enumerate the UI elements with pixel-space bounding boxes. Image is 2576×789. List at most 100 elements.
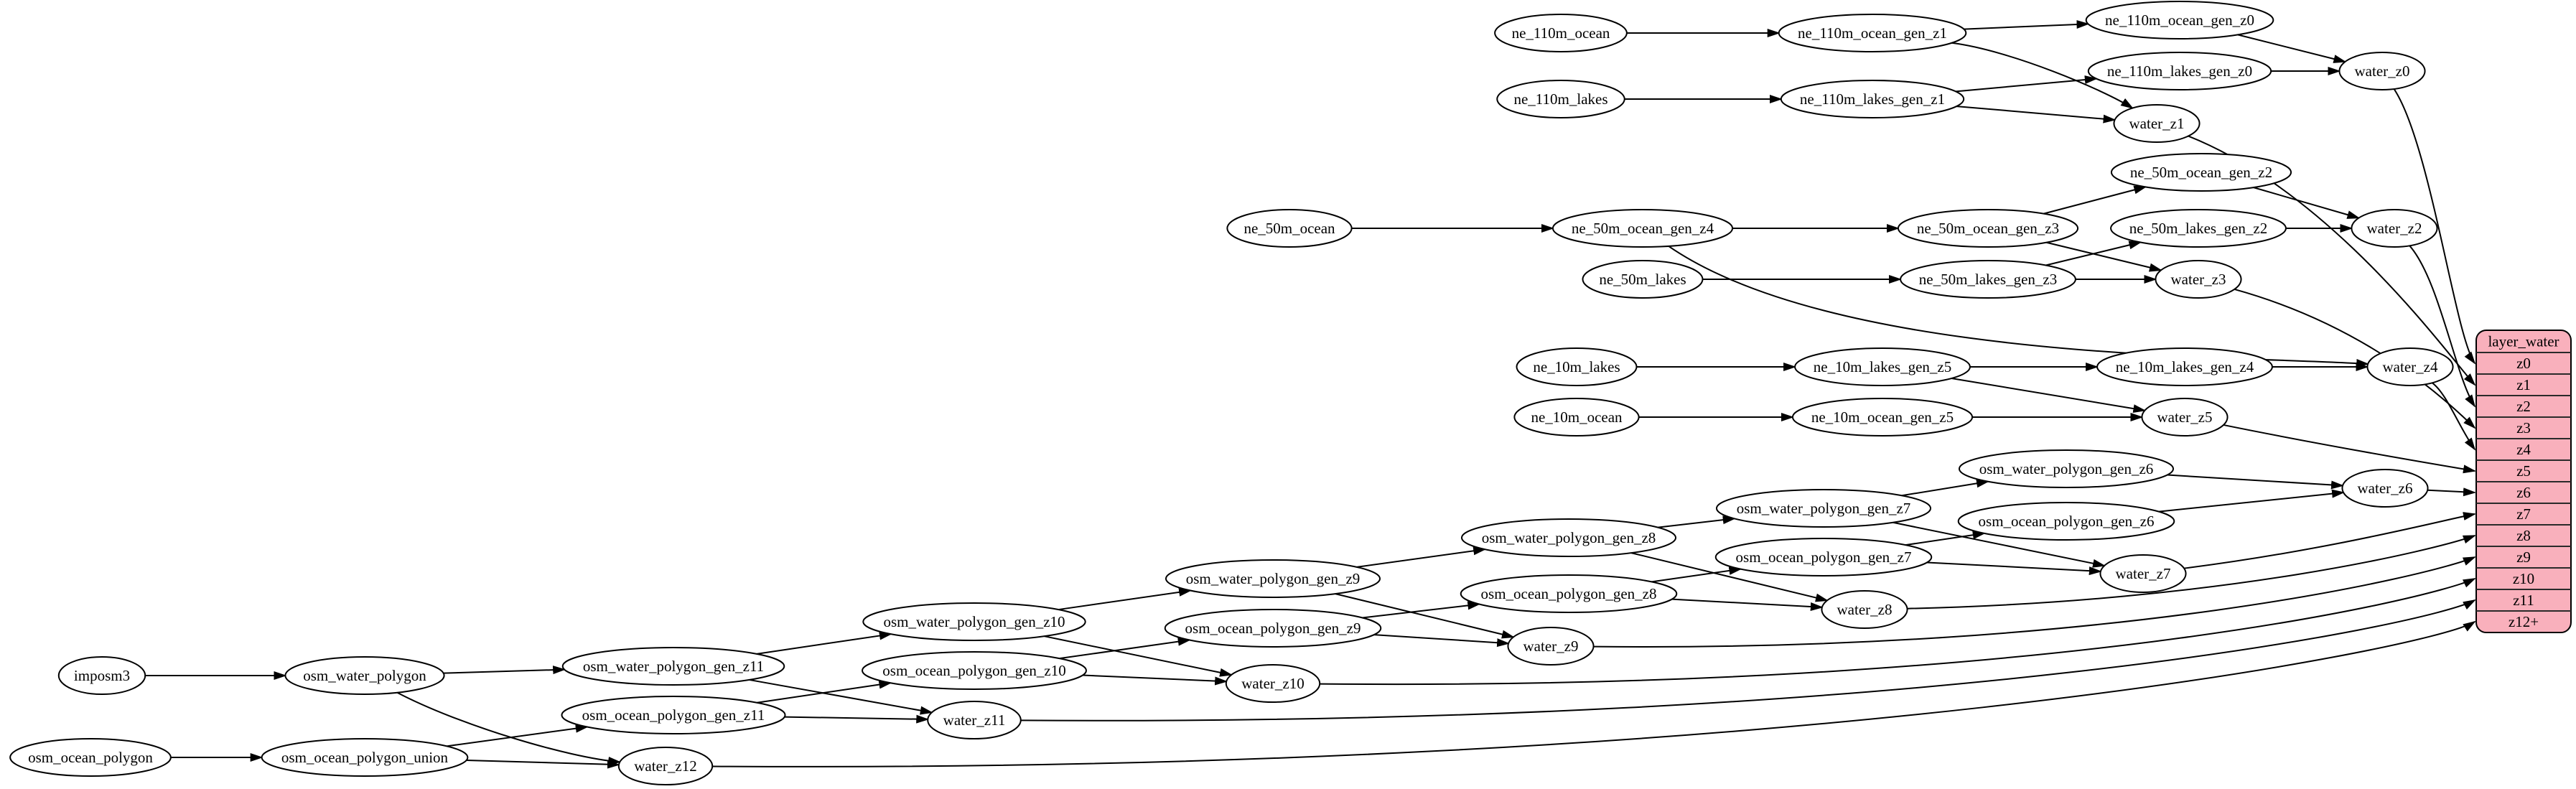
graph-node-water_z7: water_z7: [2099, 554, 2187, 593]
edge-osm_ocean_polygon_union-to-osm_ocean_polygon_gen_z11: [447, 724, 589, 747]
graph-node-osm_ocean_polygon_union: osm_ocean_polygon_union: [261, 738, 469, 777]
edge-osm_ocean_polygon_gen_z11-to-water_z11: [784, 714, 930, 724]
edge-ne_50m_ocean_gen_z4-to-water_z4: [1668, 246, 2370, 368]
edge-osm_ocean_polygon_gen_z9-to-osm_ocean_polygon_gen_z8: [1362, 601, 1481, 619]
edge-water_z2-to-layer_water-z2: [2409, 245, 2476, 408]
node-ellipse: [2338, 52, 2426, 90]
node-ellipse: [927, 701, 1022, 739]
node-ellipse: [2087, 52, 2272, 90]
node-label: ne_10m_lakes_gen_z5: [1814, 358, 1951, 375]
graph-node-water_z2: water_z2: [2351, 209, 2438, 248]
graph-node-ne_10m_ocean: ne_10m_ocean: [1513, 398, 1640, 436]
node-label: osm_ocean_polygon_gen_z11: [582, 706, 765, 724]
edge-osm_water_polygon-to-osm_water_polygon_gen_z11: [443, 666, 566, 675]
node-label: water_z0: [2355, 62, 2410, 80]
graph-node-osm_ocean_polygon_gen_z6: osm_ocean_polygon_gen_z6: [1957, 502, 2175, 541]
node-label: ne_50m_ocean_gen_z3: [1917, 220, 2059, 237]
node-ellipse: [2341, 469, 2429, 508]
node-ellipse: [1791, 398, 1974, 436]
node-ellipse: [1494, 14, 1628, 52]
edge-osm_water_polygon_gen_z9-to-osm_water_polygon_gen_z8: [1356, 546, 1487, 568]
graph-node-osm_water_polygon_gen_z9: osm_water_polygon_gen_z9: [1165, 559, 1381, 598]
edge-water_z5-to-layer_water-z5: [2223, 424, 2476, 474]
node-ellipse: [2096, 347, 2273, 386]
graph-node-water_z5: water_z5: [2141, 398, 2229, 436]
node-label: osm_ocean_polygon: [28, 749, 153, 766]
graph-node-osm_water_polygon_gen_z8: osm_water_polygon_gen_z8: [1460, 518, 1677, 557]
edge-ne_50m_ocean_gen_z3-to-ne_50m_ocean_gen_z2: [2043, 185, 2147, 215]
graph-node-osm_ocean_polygon_gen_z11: osm_ocean_polygon_gen_z11: [561, 696, 786, 734]
graph-node-water_z12: water_z12: [617, 747, 714, 785]
graph-node-ne_10m_lakes_gen_z5: ne_10m_lakes_gen_z5: [1794, 347, 1971, 386]
node-ellipse: [1225, 664, 1321, 703]
table-row-z5: z5: [2516, 462, 2531, 480]
edge-water_z12-to-layer_water-z12+: [712, 620, 2476, 767]
graph-edges: [145, 20, 2476, 769]
table-row-z12+: z12+: [2509, 613, 2539, 630]
node-label: ne_50m_ocean_gen_z4: [1572, 220, 1714, 237]
node-ellipse: [1778, 14, 1967, 52]
graph-node-ne_50m_ocean_gen_z2: ne_50m_ocean_gen_z2: [2110, 153, 2292, 192]
edge-water_z7-to-layer_water-z7: [2184, 512, 2476, 569]
node-label: ne_10m_lakes: [1533, 358, 1620, 375]
node-ellipse: [1516, 347, 1638, 386]
node-label: ne_50m_ocean_gen_z2: [2130, 164, 2272, 181]
graph-node-osm_ocean_polygon: osm_ocean_polygon: [9, 738, 172, 777]
edge-osm_ocean_polygon_gen_z10-to-water_z10: [1082, 674, 1228, 686]
node-ellipse: [1582, 260, 1704, 299]
graph-node-ne_110m_ocean_gen_z0: ne_110m_ocean_gen_z0: [2085, 1, 2274, 39]
table-row-z11: z11: [2513, 592, 2534, 609]
node-label: osm_ocean_polygon_gen_z10: [882, 662, 1065, 679]
table-row-z7: z7: [2516, 505, 2531, 523]
node-ellipse: [1165, 559, 1381, 598]
node-ellipse: [1780, 80, 1965, 118]
graph-node-osm_ocean_polygon_gen_z9: osm_ocean_polygon_gen_z9: [1164, 609, 1382, 648]
edge-osm_water_polygon_gen_z9-to-water_z9: [1335, 593, 1515, 639]
table-row-z9: z9: [2516, 548, 2531, 566]
node-label: osm_ocean_polygon_gen_z6: [1979, 513, 2155, 530]
node-ellipse: [2351, 209, 2438, 248]
node-ellipse: [1714, 538, 1933, 576]
node-ellipse: [261, 738, 469, 777]
node-ellipse: [1496, 80, 1625, 118]
node-label: ne_110m_lakes: [1513, 90, 1607, 108]
edge-osm_water_polygon_gen_z8-to-osm_water_polygon_gen_z7: [1658, 515, 1736, 528]
node-label: osm_ocean_polygon_gen_z7: [1736, 548, 1912, 566]
edge-osm_ocean_polygon_gen_z10-to-osm_ocean_polygon_gen_z9: [1059, 637, 1191, 660]
node-label: water_z1: [2129, 115, 2185, 132]
node-label: ne_50m_lakes_gen_z3: [1919, 271, 2057, 288]
node-label: ne_110m_ocean_gen_z1: [1798, 24, 1947, 42]
node-ellipse: [1164, 609, 1382, 648]
graph-node-ne_110m_lakes_gen_z0: ne_110m_lakes_gen_z0: [2087, 52, 2272, 90]
edge-osm_ocean_polygon_gen_z7-to-osm_ocean_polygon_gen_z6: [1905, 531, 1986, 546]
graph-node-water_z0: water_z0: [2338, 52, 2426, 90]
table-row-z6: z6: [2516, 484, 2531, 501]
layer-water-table: layer_waterz0z1z2z3z4z5z6z7z8z9z10z11z12…: [2475, 330, 2572, 633]
graph-node-osm_water_polygon: osm_water_polygon: [284, 656, 445, 695]
node-ellipse: [1794, 347, 1971, 386]
edge-osm_ocean_polygon_gen_z8-to-water_z8: [1671, 598, 1824, 611]
node-label: osm_water_polygon_gen_z10: [883, 613, 1065, 630]
edge-water_z6-to-layer_water-z6: [2427, 487, 2476, 497]
node-label: osm_water_polygon_gen_z9: [1186, 570, 1361, 587]
table-row-z4: z4: [2516, 441, 2531, 458]
edge-ne_110m_ocean_gen_z0-to-water_z0: [2237, 34, 2347, 63]
node-ellipse: [1958, 449, 2175, 488]
graph-node-ne_50m_ocean: ne_50m_ocean: [1226, 209, 1353, 248]
node-ellipse: [9, 738, 172, 777]
node-label: osm_ocean_polygon_gen_z9: [1185, 620, 1361, 637]
graph-node-ne_110m_lakes: ne_110m_lakes: [1496, 80, 1625, 118]
edge-osm_ocean_polygon_gen_z7-to-water_z7: [1926, 561, 2102, 576]
graph-node-ne_10m_lakes_gen_z4: ne_10m_lakes_gen_z4: [2096, 347, 2273, 386]
node-ellipse: [2085, 1, 2274, 39]
node-ellipse: [2099, 554, 2187, 593]
node-ellipse: [862, 602, 1086, 641]
node-ellipse: [57, 656, 146, 695]
node-label: ne_10m_ocean_gen_z5: [1811, 408, 1954, 426]
node-ellipse: [2155, 260, 2242, 299]
graph-node-water_z8: water_z8: [1821, 590, 1908, 629]
edge-osm_ocean_polygon_union-to-water_z12: [466, 760, 620, 769]
node-label: ne_10m_lakes_gen_z4: [2116, 358, 2254, 375]
node-ellipse: [284, 656, 445, 695]
